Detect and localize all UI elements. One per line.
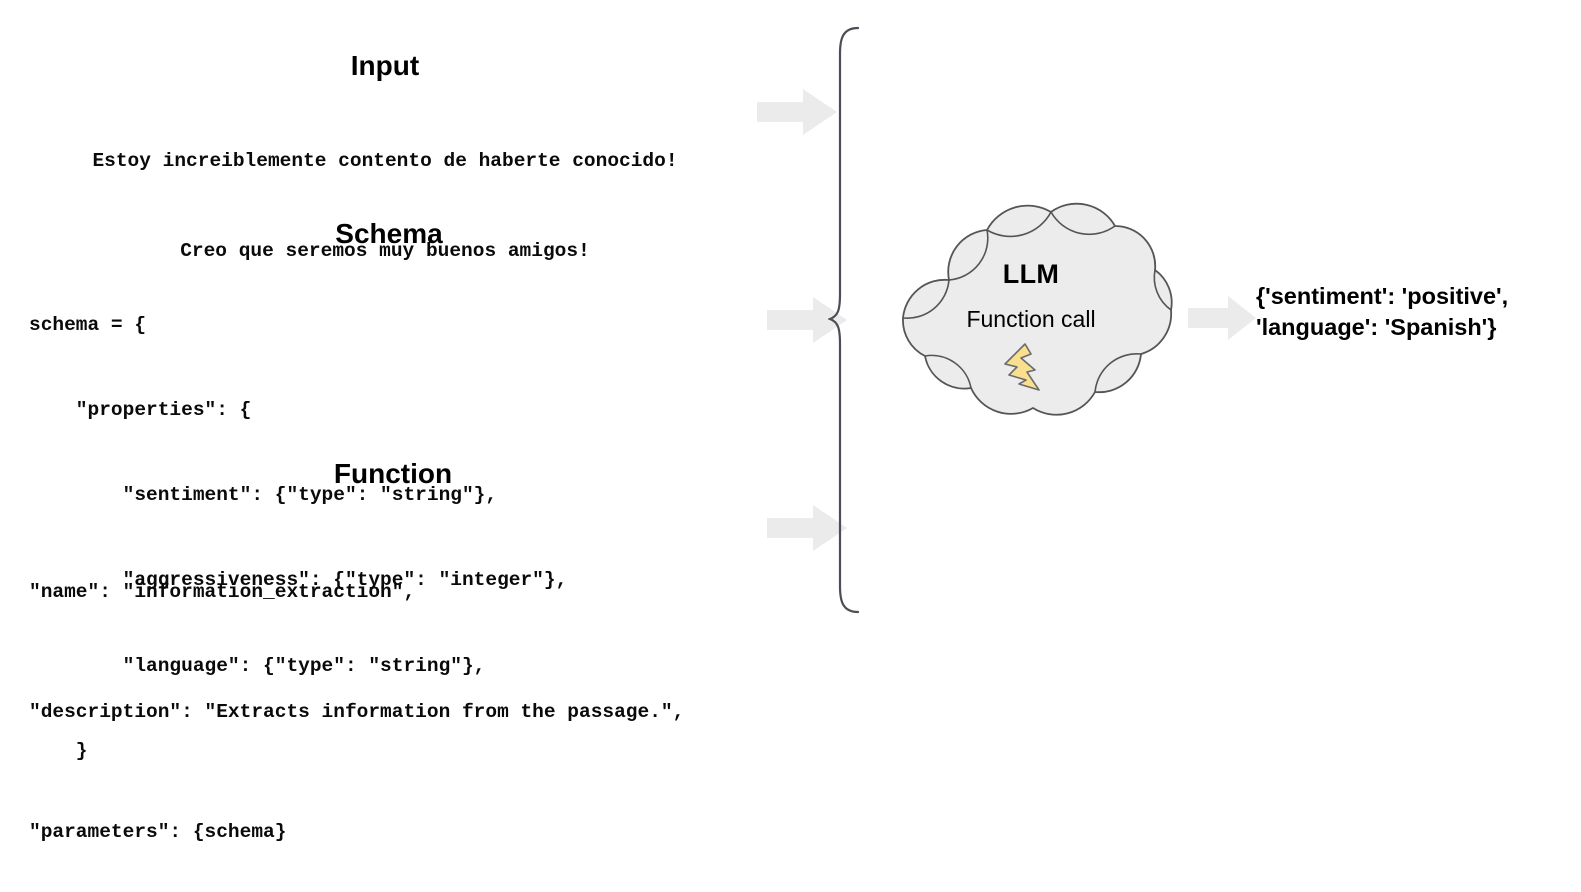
input-line-1: Estoy increiblemente contento de haberte… [92,150,678,172]
input-section-heading: Input [350,50,420,81]
grouping-brace [828,26,860,614]
arrow-llm-to-output [1188,296,1256,340]
input-passage-text: Estoy increiblemente contento de haberte… [0,86,770,296]
arrow-function-to-llm [767,505,847,551]
function-line-2: "description": "Extracts information fro… [29,701,685,723]
cloud-shape [902,202,1173,416]
schema-line-3: "sentiment": {"type": "string"}, [29,484,498,507]
schema-line-1: schema = { [29,313,147,336]
schema-line-4: "aggressiveness": {"type": "integer"}, [29,569,568,592]
schema-section-heading: Schema [335,218,443,249]
function-line-1: "name": "information_extraction", [29,581,416,603]
llm-cloud: LLM Function call [875,196,1187,424]
llm-title: LLM [1002,259,1060,289]
arrow-schema-to-llm [767,297,847,343]
input-line-2: Creo que seremos muy buenos amigos! [180,240,590,262]
function-line-3: "parameters": {schema} [29,821,287,843]
function-code-block: "name": "information_extraction", "descr… [29,492,684,892]
lightning-bolt-icon [1004,343,1040,391]
output-result-text: {'sentiment': 'positive', 'language': 'S… [1256,283,1509,340]
llm-subtitle: Function call [966,306,1096,332]
arrow-input-to-llm [757,89,837,135]
schema-line-2: "properties": { [29,399,252,422]
function-section-heading: Function [333,458,453,489]
